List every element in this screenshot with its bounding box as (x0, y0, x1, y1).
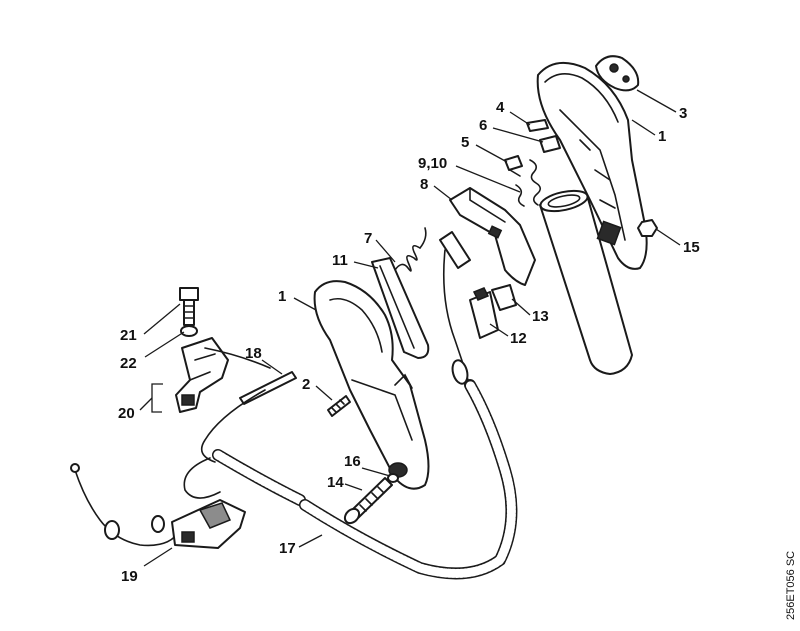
label-17: 17 (279, 540, 296, 557)
switch-part-20 (175, 337, 229, 413)
label-1-upper: 1 (658, 128, 666, 145)
spring-part-7 (394, 227, 427, 272)
label-19: 19 (121, 568, 138, 585)
tube-part (539, 189, 633, 375)
label-7: 7 (364, 230, 372, 247)
connector-part-19 (171, 499, 246, 549)
screw-part-21 (179, 287, 199, 326)
leader-lines (139, 89, 681, 567)
label-3: 3 (679, 105, 687, 122)
label-16: 16 (344, 453, 361, 470)
label-12: 12 (510, 330, 527, 347)
label-22: 22 (120, 355, 137, 372)
label-15: 15 (683, 239, 700, 256)
trigger-part-8 (449, 187, 536, 286)
label-14: 14 (327, 474, 344, 491)
label-4: 4 (496, 99, 505, 116)
part-labels: 3 1 4 6 5 9,10 8 15 7 11 13 12 1 18 2 16… (118, 99, 700, 585)
label-20: 20 (118, 405, 135, 422)
label-13: 13 (532, 308, 549, 325)
screw-part-2 (327, 395, 351, 417)
label-5: 5 (461, 134, 469, 151)
upper-wire (439, 231, 471, 385)
nut-part-15 (637, 219, 658, 237)
washer-part-22 (180, 325, 198, 337)
drawing-code: 256ET056 SC (785, 551, 797, 620)
label-21: 21 (120, 327, 137, 344)
label-8: 8 (420, 176, 428, 193)
label-1-main: 1 (278, 288, 286, 305)
label-11: 11 (332, 252, 348, 269)
conduit-part-17 (212, 379, 518, 580)
label-6: 6 (479, 117, 487, 134)
label-18: 18 (245, 345, 262, 362)
label-9-10: 9,10 (418, 155, 447, 172)
wiring (70, 347, 271, 547)
lever-part-11 (371, 257, 430, 359)
insert-part-13 (491, 284, 517, 311)
washer-part-16 (387, 473, 399, 483)
label-2: 2 (302, 376, 310, 393)
small-parts-upper (504, 119, 561, 207)
cap-part-3 (595, 55, 640, 92)
upper-handle-housing (536, 61, 648, 270)
screw-part-14 (343, 477, 393, 525)
